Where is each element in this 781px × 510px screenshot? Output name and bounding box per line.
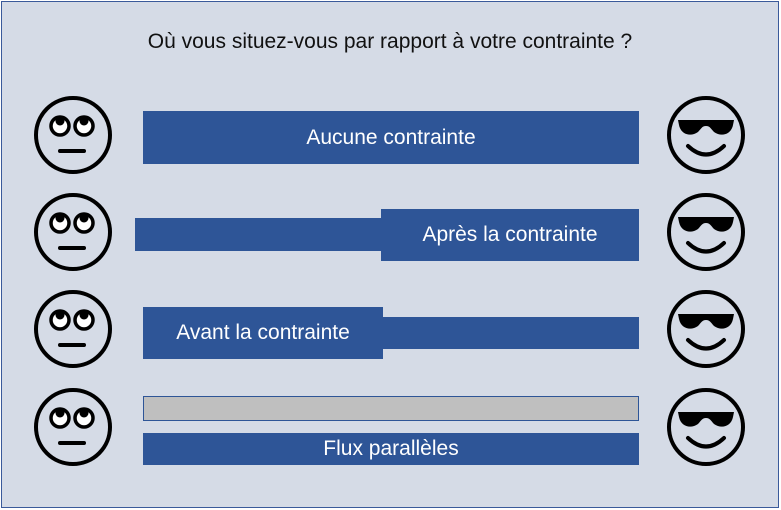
eye-roll-face-icon	[34, 96, 112, 174]
option-avant-la-contrainte: Avant la contrainte	[143, 307, 383, 359]
sunglasses-face-icon	[667, 193, 745, 271]
eye-roll-face-icon	[34, 193, 112, 271]
option-aucune-contrainte: Aucune contrainte	[143, 111, 639, 164]
flow-bar-thin	[379, 317, 639, 349]
eye-roll-face-icon	[34, 388, 112, 466]
option-apres-la-contrainte: Après la contrainte	[381, 209, 639, 261]
flow-bar-thin	[135, 218, 385, 251]
option-label: Après la contrainte	[422, 223, 598, 246]
option-flux-paralleles: Flux parallèles	[143, 433, 639, 465]
question-title: Où vous situez-vous par rapport à votre …	[147, 30, 633, 53]
option-label: Flux parallèles	[323, 437, 459, 460]
sunglasses-face-icon	[667, 290, 745, 368]
parallel-flow-bar-gray	[143, 396, 639, 421]
sunglasses-face-icon	[667, 96, 745, 174]
sunglasses-face-icon	[667, 388, 745, 466]
option-label: Aucune contrainte	[306, 125, 476, 149]
option-label: Avant la contrainte	[176, 321, 350, 344]
eye-roll-face-icon	[34, 290, 112, 368]
